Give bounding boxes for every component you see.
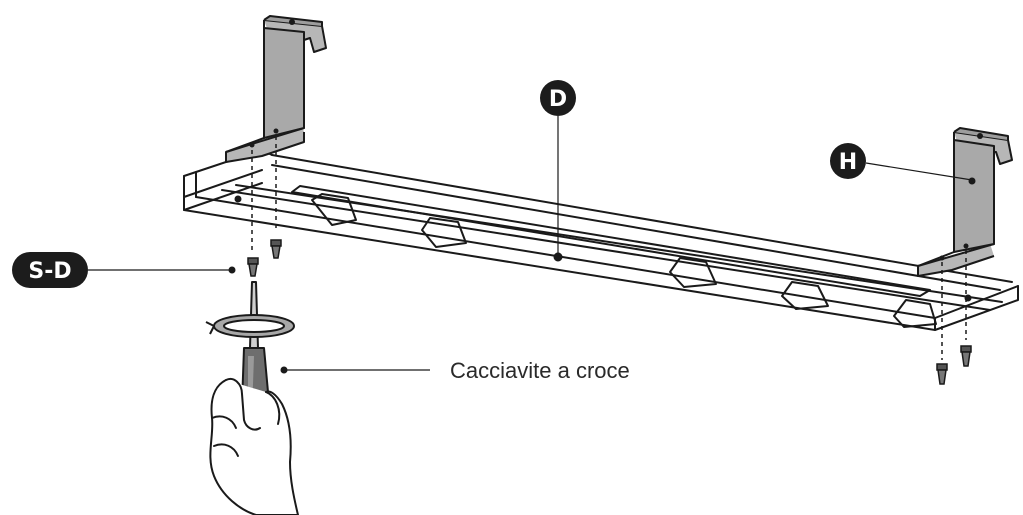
hand-icon <box>209 378 299 515</box>
rotation-arrow-icon <box>205 314 295 338</box>
alignment-lines-right <box>941 250 967 360</box>
tool-label: Cacciavite a croce <box>450 358 630 383</box>
label-h: H <box>839 150 857 175</box>
badge-h: H <box>830 143 866 179</box>
screw-icon <box>270 239 282 259</box>
leader-dots <box>228 177 976 374</box>
tray-d <box>183 149 1019 331</box>
badge-d: D <box>540 80 576 116</box>
screw-icon <box>936 363 948 385</box>
label-d: D <box>549 87 567 112</box>
screw-icon <box>960 345 972 367</box>
screw-icon <box>247 257 259 277</box>
alignment-lines-left <box>251 136 277 250</box>
label-sd: S-D <box>28 259 71 284</box>
bracket-right <box>917 127 1013 277</box>
badge-sd: S-D <box>12 252 88 288</box>
bracket-left <box>225 15 327 163</box>
leader-lines <box>88 116 973 371</box>
